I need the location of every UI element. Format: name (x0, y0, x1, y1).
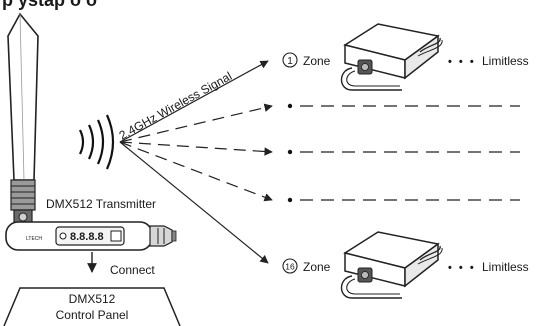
transmitter-label: DMX512 Transmitter (46, 197, 156, 211)
zone-label: Zone (303, 54, 331, 68)
svg-text:LTECH: LTECH (26, 236, 42, 242)
antenna-icon (7, 12, 39, 225)
control-panel-line1: DMX512 (69, 292, 116, 306)
dmx512-transmitter-device: LTECH 8.8.8.8 (5, 221, 177, 251)
continuation-lines (287, 103, 520, 203)
ray-zone-16 (119, 141, 269, 264)
control-panel-line2: Control Panel (56, 308, 129, 322)
wireless-signal-icon (79, 114, 115, 170)
more-zones-indicator: • • • (448, 56, 476, 68)
zone-label: Zone (303, 260, 331, 274)
page-title: p ystap o o (2, 0, 97, 10)
connect-label: Connect (110, 263, 155, 277)
limitless-label: Limitless (482, 260, 529, 274)
wireless-signal-label: 2.4GHz Wireless Signal (117, 69, 235, 143)
ray-4 (119, 141, 273, 202)
limitless-label: Limitless (482, 54, 529, 68)
zone-number: 1 (287, 56, 293, 67)
zone-number: 16 (285, 262, 295, 272)
more-zones-indicator: • • • (448, 262, 476, 274)
receiver-device-icon (340, 23, 443, 91)
ray-3 (119, 141, 273, 156)
ray-zone-1 (119, 60, 269, 143)
receiver-device-icon (340, 231, 443, 299)
signal-rays (119, 60, 273, 264)
ray-2 (119, 103, 273, 143)
zone-row-1: 1 Zone • • • Limitless (282, 23, 529, 91)
zone-row-16: 16 Zone • • • Limitless (282, 231, 529, 299)
control-panel-box: DMX512 Control Panel (3, 287, 181, 326)
display-digits: 8.8.8.8 (70, 231, 104, 243)
